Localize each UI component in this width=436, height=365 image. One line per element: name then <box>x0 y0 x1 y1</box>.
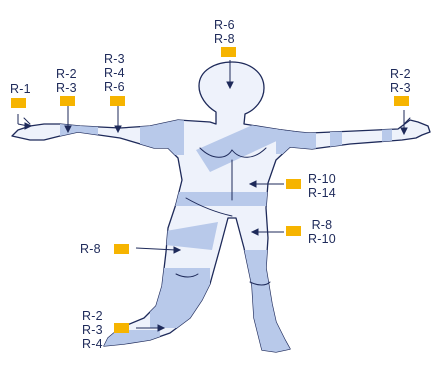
label-right-thigh-line-2: R-10 <box>308 232 336 246</box>
label-left-hand: R-1 <box>10 82 31 96</box>
marker-right-hand <box>394 96 409 106</box>
label-left-wrist-line-1: R-2 <box>56 67 77 81</box>
label-ankle-line-2: R-3 <box>82 323 103 337</box>
marker-left-hand <box>11 98 26 108</box>
label-right-thigh-line-1: R-8 <box>308 218 336 232</box>
label-left-arm-line-3: R-6 <box>104 80 125 94</box>
label-left-thigh: R-8 <box>80 242 101 256</box>
band-left-shoulder <box>140 115 184 155</box>
label-left-arm-line-2: R-4 <box>104 66 125 80</box>
label-right-hand: R-2 R-3 <box>390 67 411 95</box>
marker-ankle <box>114 323 129 333</box>
label-ankle-line-3: R-4 <box>82 337 103 351</box>
band-left-foot <box>100 330 160 360</box>
label-left-arm: R-3 R-4 R-6 <box>104 52 125 94</box>
label-right-hand-line-2: R-3 <box>390 81 411 95</box>
label-head-line-1: R-6 <box>214 18 235 32</box>
marker-right-thigh <box>286 226 301 236</box>
label-waist: R-10 R-14 <box>308 172 336 200</box>
marker-left-arm <box>110 96 125 106</box>
label-ankle-line-1: R-2 <box>82 309 103 323</box>
label-right-hand-line-1: R-2 <box>390 67 411 81</box>
label-left-arm-line-1: R-3 <box>104 52 125 66</box>
band-waist <box>170 192 280 206</box>
label-right-thigh: R-8 R-10 <box>308 218 336 246</box>
band-right-leg <box>236 250 306 360</box>
label-waist-line-1: R-10 <box>308 172 336 186</box>
band-right-wrist <box>382 118 392 148</box>
label-left-wrist-line-2: R-3 <box>56 81 77 95</box>
marker-head <box>221 47 236 57</box>
marker-left-wrist <box>60 96 75 106</box>
label-head-line-2: R-8 <box>214 32 235 46</box>
band-left-forearm <box>60 118 98 148</box>
label-head: R-6 R-8 <box>214 18 235 46</box>
band-left-calf <box>150 268 210 328</box>
marker-waist <box>286 179 301 189</box>
label-left-thigh-line-1: R-8 <box>80 242 101 256</box>
label-ankle: R-2 R-3 R-4 <box>82 309 103 351</box>
label-left-wrist: R-2 R-3 <box>56 67 77 95</box>
label-left-hand-line-1: R-1 <box>10 82 31 96</box>
label-waist-line-2: R-14 <box>308 186 336 200</box>
coverage-bands <box>60 112 392 360</box>
marker-left-thigh <box>114 244 129 254</box>
